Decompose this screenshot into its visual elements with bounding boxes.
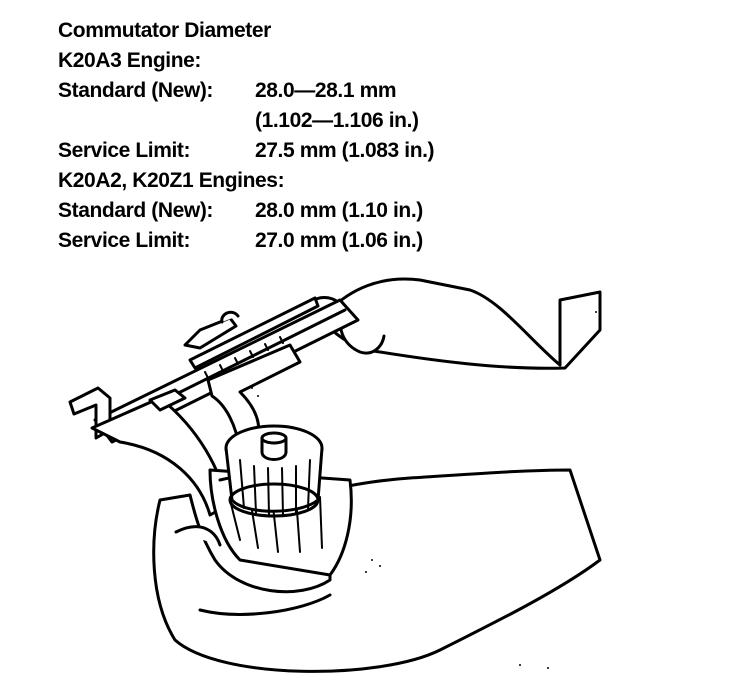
limit-value: 27.0 mm (1.06 in.)	[255, 229, 423, 252]
engine-title-k20a3: K20A3 Engine:	[58, 49, 201, 72]
limit-value: 27.5 mm (1.083 in.)	[255, 139, 435, 162]
standard-label: Standard (New):	[58, 199, 214, 222]
limit-label: Service Limit:	[58, 139, 191, 162]
engine-title-k20a2: K20A2, K20Z1 Engines:	[58, 169, 285, 192]
limit-label: Service Limit:	[58, 229, 191, 252]
standard-label: Standard (New):	[58, 79, 214, 102]
standard-row-k20a3: Standard (New): 28.0—28.1 mm	[58, 76, 434, 106]
caliper-measurement-illustration	[68, 277, 602, 673]
commutator-icon	[208, 424, 353, 577]
limit-row-k20a3: Service Limit: 27.5 mm (1.083 in.)	[58, 136, 435, 166]
vernier-caliper-icon	[68, 296, 360, 517]
hand-icon	[152, 468, 602, 673]
standard-row-k20a2: Standard (New): 28.0 mm (1.10 in.)	[58, 196, 434, 226]
limit-row-k20a2: Service Limit: 27.0 mm (1.06 in.)	[58, 226, 434, 256]
hand-icon	[310, 277, 602, 370]
standard-value-inches: (1.102—1.106 in.)	[255, 109, 419, 132]
standard-value: 28.0 mm (1.10 in.)	[255, 199, 423, 222]
shading-dots	[251, 311, 597, 669]
section-heading: Commutator Diameter	[58, 19, 271, 42]
spec-block: Commutator Diameter K20A3 Engine: Standa…	[58, 16, 435, 256]
standard-value: 28.0—28.1 mm	[255, 79, 397, 102]
